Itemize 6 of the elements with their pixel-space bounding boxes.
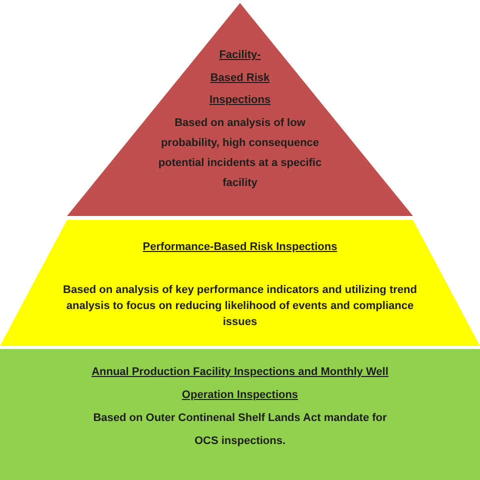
tier-heading: Performance-Based Risk Inspections (142, 240, 338, 255)
tier-description: Based on analysis of key performance indicators and utilizing trend analysis to focus on reducing likelihood of events and compliance issues (62, 283, 418, 330)
tier-heading: Annual Production Facility Inspections and Monthly Well Operation Inspections (90, 365, 390, 403)
tier-description: Based on analysis of low probability, high consequence potential incidents at a specific facility (157, 116, 323, 191)
tier-heading: Facility- Based Risk Inspections (208, 48, 272, 108)
tier-description: Based on Outer Continenal Shelf Lands Act mandate for OCS inspections. (92, 411, 388, 449)
